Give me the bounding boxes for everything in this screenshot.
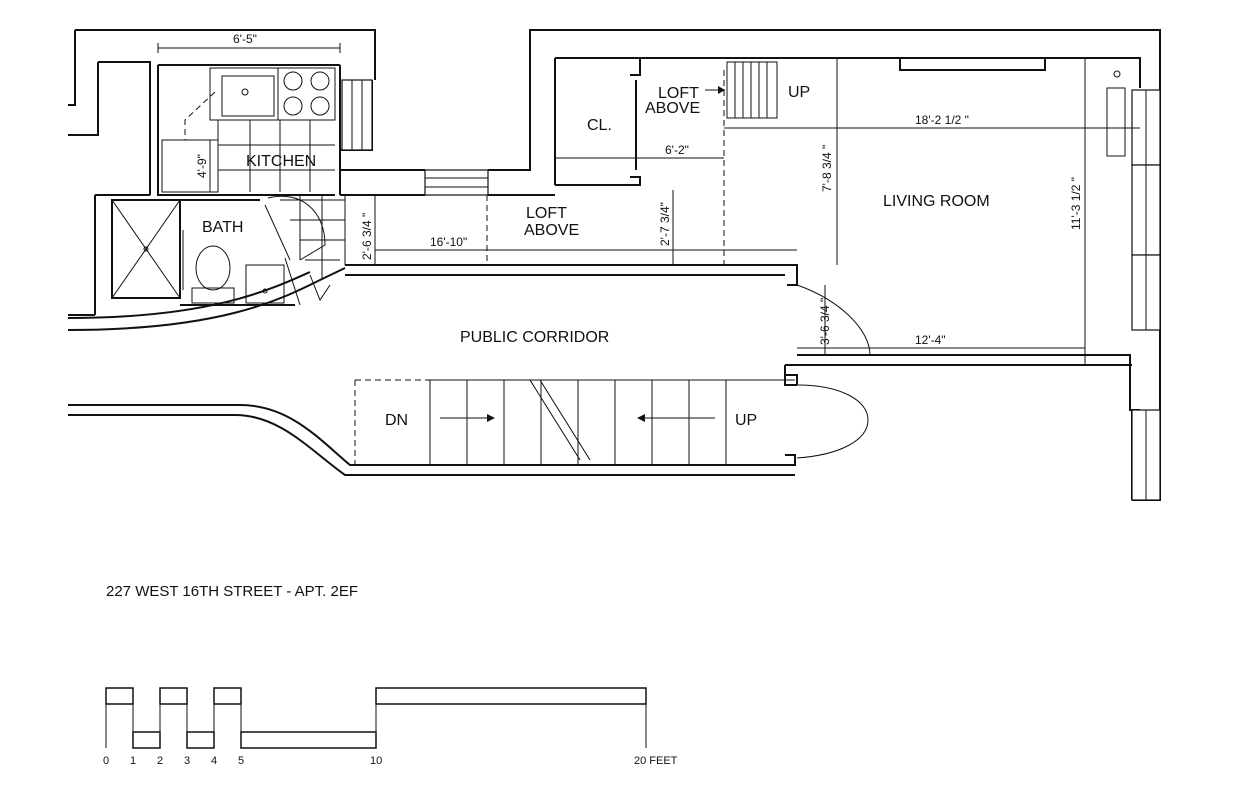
- label-stair-dn: DN: [385, 412, 408, 429]
- scale-tick-5: 5: [238, 755, 244, 767]
- label-living-room: LIVING ROOM: [883, 193, 990, 210]
- dimension-lines: [157, 43, 1140, 365]
- scale-tick-2: 2: [157, 755, 163, 767]
- room-labels: KITCHEN BATH CL. LOFT ABOVE LOFT ABOVE L…: [202, 84, 990, 429]
- walls: [67, 29, 1161, 501]
- label-public-corridor: PUBLIC CORRIDOR: [460, 329, 609, 346]
- loft-dashed-lines: [486, 70, 725, 265]
- dim-living-height: 7'-8 3/4 ": [820, 145, 834, 192]
- dim-hall-length: 16'-10": [430, 235, 467, 249]
- scale-tick-0: 0: [103, 755, 109, 767]
- label-bath: BATH: [202, 219, 243, 236]
- bath-fixtures: [111, 195, 331, 306]
- dim-closet-width: 6'-2": [665, 143, 689, 157]
- scale-tick-20-feet: 20 FEET: [634, 755, 678, 767]
- scale-tick-10: 10: [370, 755, 382, 767]
- kitchen-fixtures: [161, 67, 336, 193]
- dim-hall-width-left: 2'-6 3/4 ": [360, 213, 374, 260]
- radiator: [1106, 87, 1126, 157]
- plan-title: 227 WEST 16TH STREET - APT. 2EF: [106, 583, 358, 600]
- dim-hall-width-right: 2'-7 3/4": [658, 202, 672, 246]
- label-loft-above-2a: LOFT: [526, 205, 567, 222]
- label-loft-above-1a: LOFT: [658, 85, 699, 102]
- scale-tick-4: 4: [211, 755, 217, 767]
- label-stair-up: UP: [735, 412, 757, 429]
- stair-door: [796, 384, 869, 459]
- dim-living-length: 18'-2 1/2 ": [915, 113, 969, 127]
- label-closet: CL.: [587, 117, 612, 134]
- fixture-dot: [1113, 70, 1121, 78]
- dim-living-bottom: 12'-4": [915, 333, 946, 347]
- dim-kitchen-width: 6'-5": [233, 32, 257, 46]
- entry-door: [796, 284, 871, 356]
- loft-ladder: [705, 61, 778, 119]
- dim-door-width: 3'-6 3/4 ": [818, 298, 832, 345]
- scale-bar: 0 1 2 3 4 5 10 20 FEET: [103, 687, 678, 767]
- label-loft-above-2b: ABOVE: [524, 222, 579, 239]
- stairs: [354, 379, 795, 465]
- label-loft-up: UP: [788, 84, 810, 101]
- label-kitchen: KITCHEN: [246, 153, 316, 170]
- dimension-labels: 6'-5" 4'-9" 6'-2" 18'-2 1/2 " 7'-8 3/4 "…: [195, 32, 1083, 347]
- entry-tiles: [280, 195, 346, 280]
- scale-tick-3: 3: [184, 755, 190, 767]
- dim-kitchen-depth: 4'-9": [195, 154, 209, 178]
- dim-living-width: 11'-3 1/2 ": [1069, 177, 1083, 230]
- label-loft-above-1b: ABOVE: [645, 100, 700, 117]
- scale-tick-1: 1: [130, 755, 136, 767]
- windows: [341, 79, 1161, 501]
